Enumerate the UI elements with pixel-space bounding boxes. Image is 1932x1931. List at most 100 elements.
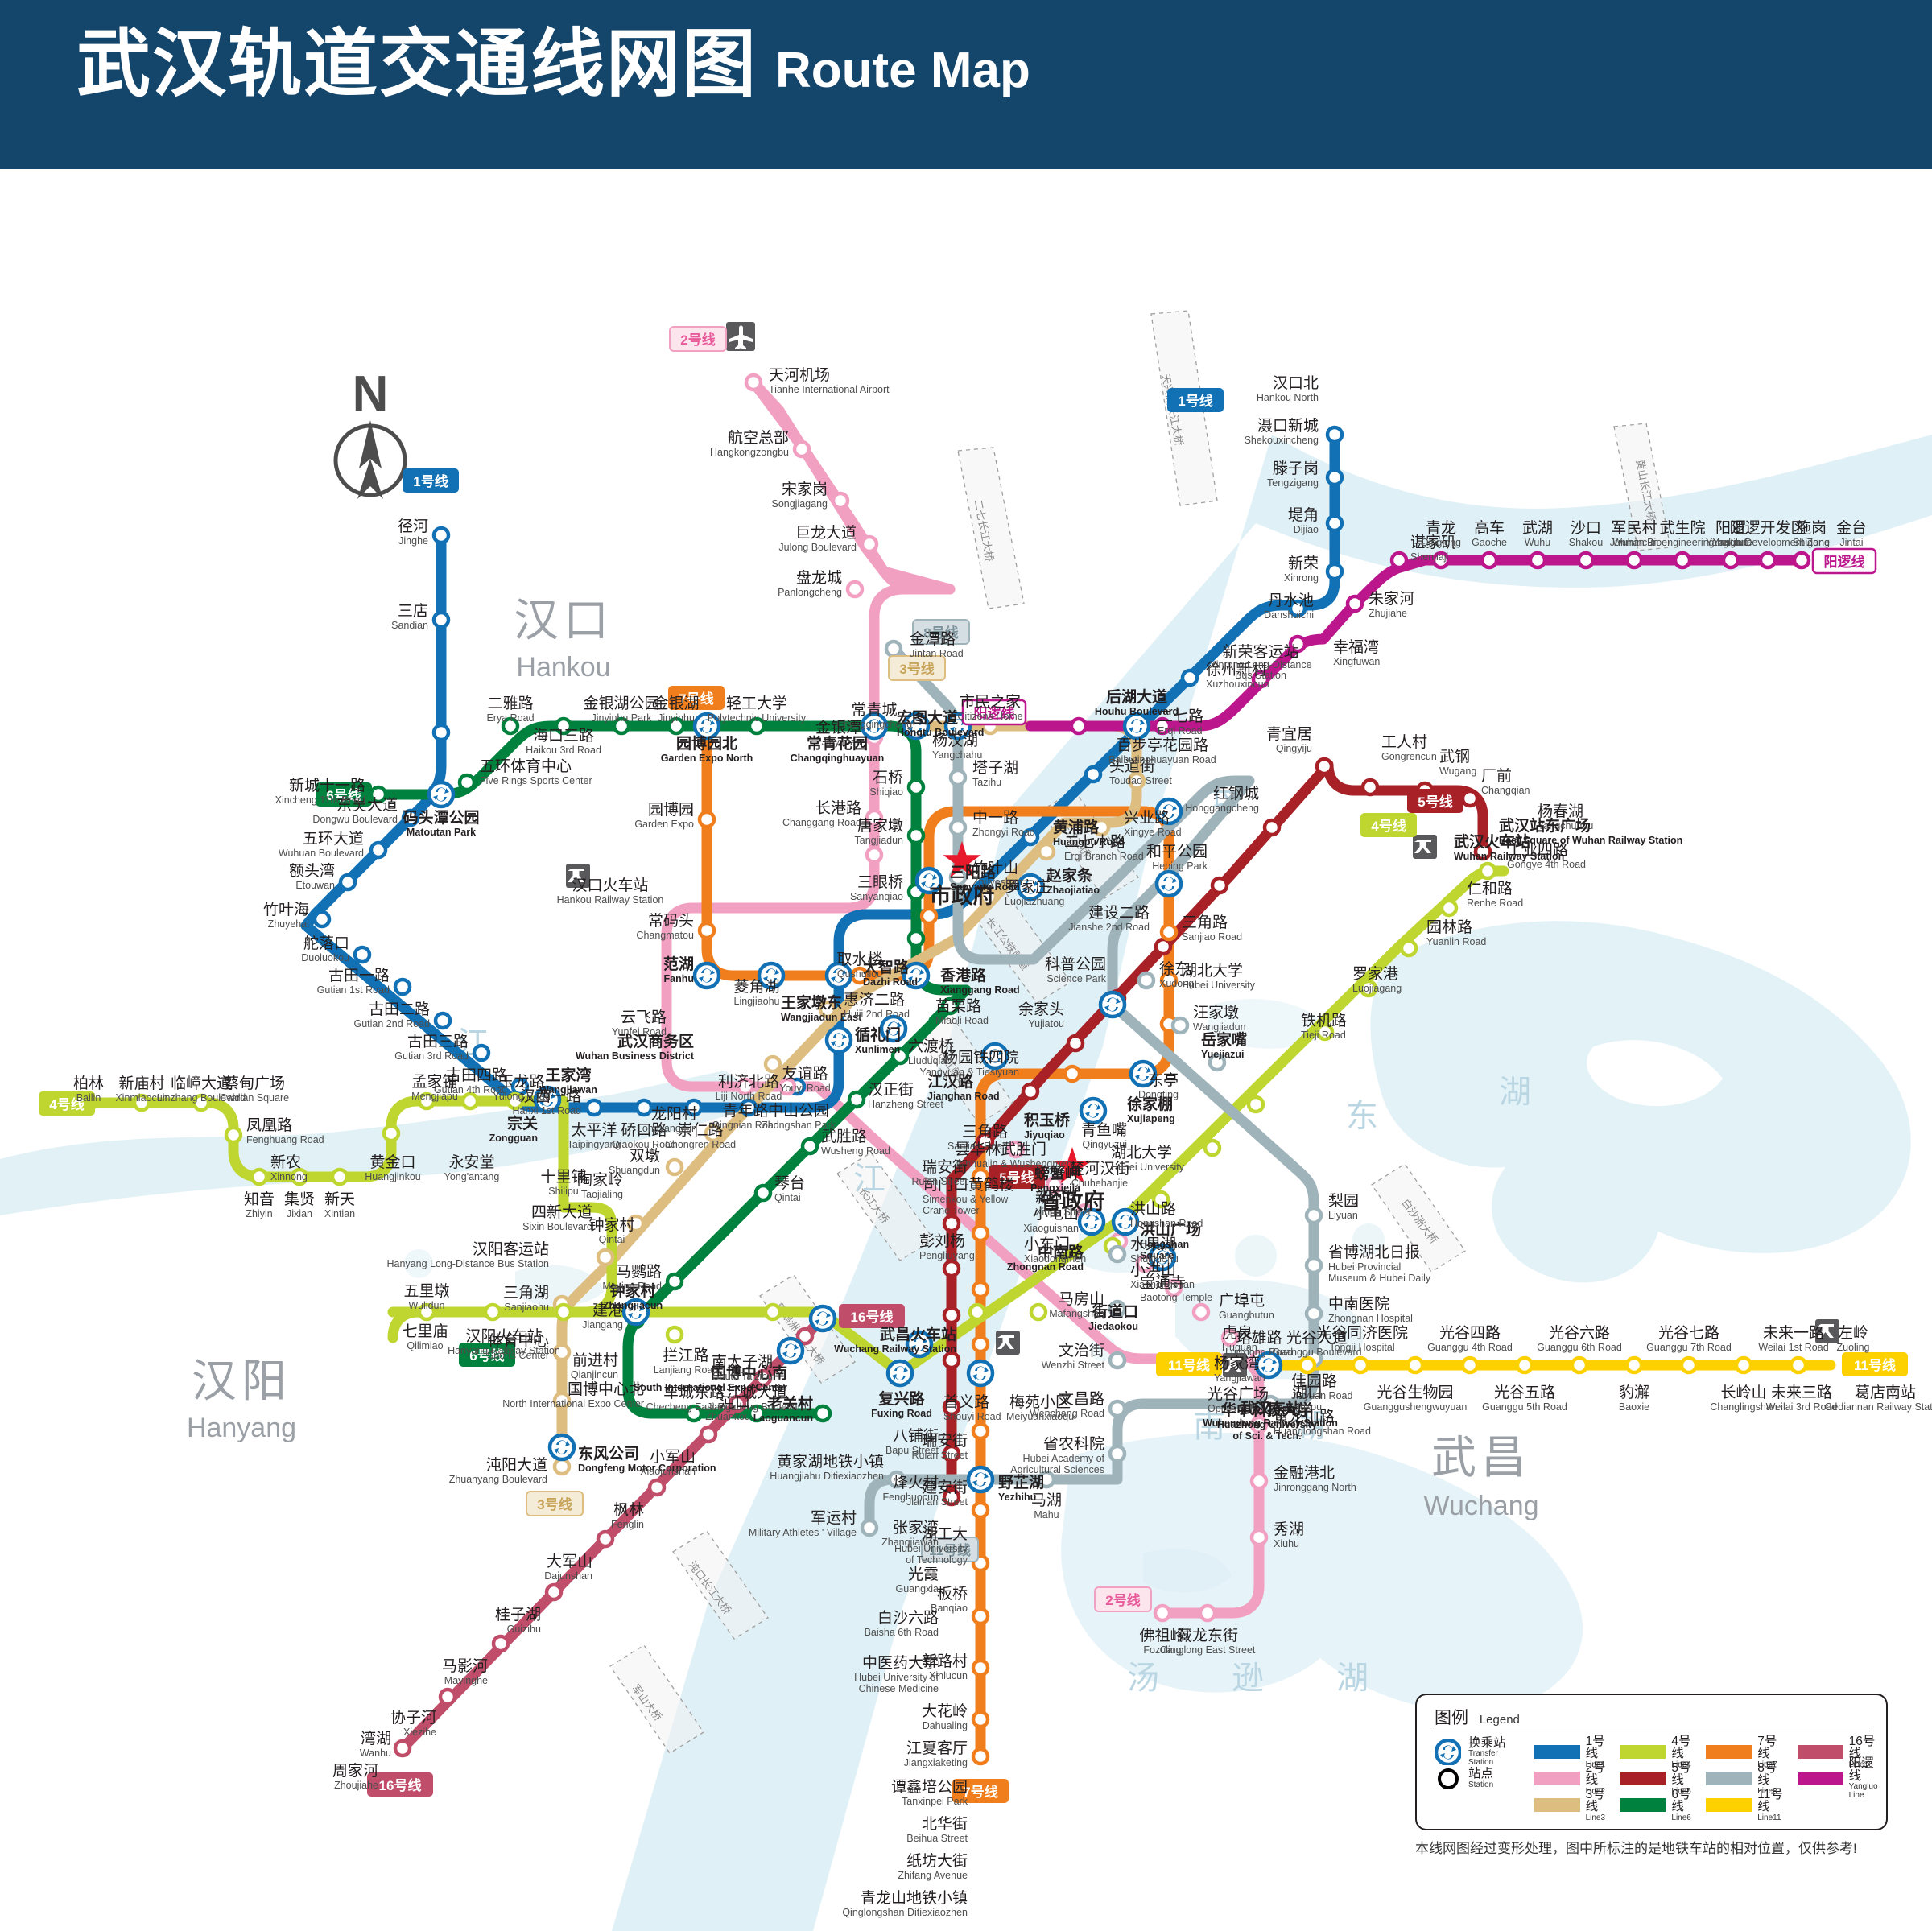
svg-text:武汉东站: 武汉东站 — [1240, 1399, 1301, 1417]
svg-text:Erqi Branch Road: Erqi Branch Road — [1064, 851, 1144, 862]
metro-map-canvas[interactable]: .ln{fill:none;stroke-linecap:round;strok… — [0, 169, 1932, 1931]
line-7-stations — [697, 810, 1179, 1766]
svg-text:Zhuankou: Zhuankou — [705, 1411, 750, 1422]
svg-text:惠济二路: 惠济二路 — [844, 991, 905, 1009]
svg-text:Wugang: Wugang — [1439, 765, 1476, 777]
svg-text:Huanglongshan Road: Huanglongshan Road — [1274, 1426, 1371, 1437]
svg-text:Shuiguohu: Shuiguohu — [1130, 1253, 1179, 1265]
svg-text:Wuhan Railway Station: Wuhan Railway Station — [1454, 851, 1564, 862]
svg-text:Jianshe 2nd Road: Jianshe 2nd Road — [1068, 922, 1150, 933]
station-markers[interactable] — [79, 373, 1811, 1766]
svg-text:循礼门: 循礼门 — [855, 1025, 901, 1044]
svg-text:新城十一路: 新城十一路 — [289, 777, 365, 794]
svg-text:Hongtu Boulevard: Hongtu Boulevard — [897, 727, 984, 738]
svg-text:硚口路: 硚口路 — [621, 1121, 667, 1139]
svg-text:瑞安街: 瑞安街 — [922, 1158, 968, 1176]
svg-text:利济北路: 利济北路 — [718, 1073, 779, 1091]
yangluo-line-cn: 阳逻线 — [1848, 1756, 1874, 1783]
svg-text:Tieji Road: Tieji Road — [1301, 1029, 1346, 1041]
svg-text:Duoluokou: Duoluokou — [301, 952, 349, 963]
line-badges[interactable]: 1号线 1号线 2号线 2号线 3号线 3号线 4号线 4号线 5号线 5号线 … — [39, 326, 1908, 1803]
svg-text:Zhaojiatiao: Zhaojiatiao — [1046, 885, 1100, 896]
line-4-swatch — [1620, 1745, 1666, 1759]
svg-text:幸福湾: 幸福湾 — [1333, 638, 1379, 656]
line-2-track[interactable] — [661, 377, 1265, 1619]
svg-text:金台: 金台 — [1836, 519, 1867, 537]
svg-text:小军山: 小军山 — [650, 1448, 696, 1466]
svg-text:杨家湾: 杨家湾 — [1214, 1355, 1260, 1372]
svg-text:11号线: 11号线 — [929, 1542, 971, 1558]
svg-text:工业四路: 工业四路 — [1507, 841, 1568, 859]
svg-text:Hubei Provincial: Hubei Provincial — [1328, 1261, 1401, 1273]
transfer-station-icon — [1433, 1740, 1463, 1764]
svg-text:新河街: 新河街 — [1035, 1189, 1081, 1207]
svg-text:Changlingshan: Changlingshan — [1710, 1401, 1777, 1413]
line-2-cn: 2号线 — [1585, 1760, 1605, 1787]
svg-text:Qianjincun: Qianjincun — [571, 1369, 618, 1380]
svg-text:Shuangdun: Shuangdun — [609, 1165, 660, 1176]
svg-text:杨春湖: 杨春湖 — [1538, 803, 1583, 820]
legend-station-cn: 站点 — [1468, 1767, 1494, 1781]
svg-text:珞雄路: 珞雄路 — [1236, 1329, 1282, 1347]
line-4-track[interactable] — [75, 865, 1509, 1379]
svg-text:Taipingyang: Taipingyang — [568, 1139, 621, 1150]
svg-text:Hankou North: Hankou North — [1257, 392, 1319, 403]
legend-title-en: Legend — [1479, 1713, 1520, 1727]
line-11-cn: 11号线 — [1757, 1787, 1783, 1813]
svg-text:汉口北: 汉口北 — [1273, 374, 1319, 392]
svg-text:桂子湖: 桂子湖 — [495, 1606, 541, 1624]
svg-text:Mayinghe: Mayinghe — [444, 1675, 488, 1686]
svg-text:中一路: 中一路 — [972, 809, 1018, 827]
svg-text:Luojiazhuang: Luojiazhuang — [1005, 896, 1064, 907]
legend-transfer-cn: 换乘站 — [1468, 1735, 1506, 1750]
svg-text:Wuhan Business District: Wuhan Business District — [576, 1050, 695, 1062]
legend-transfer-en: Transfer Station — [1468, 1749, 1498, 1768]
svg-text:3号线: 3号线 — [899, 661, 934, 677]
svg-text:16号线: 16号线 — [851, 1309, 894, 1325]
svg-text:Bus Station: Bus Station — [1235, 670, 1286, 681]
svg-text:新天: 新天 — [324, 1190, 355, 1208]
svg-text:Xinlucun: Xinlucun — [929, 1670, 968, 1681]
svg-text:Xiezihe: Xiezihe — [403, 1727, 436, 1738]
svg-text:Erya Road: Erya Road — [486, 712, 534, 724]
svg-text:Pangxiejia: Pangxiejia — [1030, 1182, 1081, 1194]
svg-text:Hubei University: Hubei University — [1182, 980, 1256, 991]
svg-text:Yangchahu: Yangchahu — [932, 749, 982, 761]
svg-text:虎泉: 虎泉 — [1222, 1324, 1253, 1342]
svg-text:Gutian 3rd Road: Gutian 3rd Road — [394, 1050, 469, 1062]
svg-text:太平洋: 太平洋 — [571, 1121, 617, 1139]
page-title-en: Route Map — [775, 42, 1030, 98]
line-8-track[interactable] — [864, 643, 1319, 1533]
svg-text:和平公园: 和平公园 — [1146, 843, 1208, 860]
yangluo-line-en: Yangluo Line — [1848, 1782, 1878, 1800]
svg-text:Xiaodongmen: Xiaodongmen — [1024, 1253, 1086, 1265]
svg-text:二七小路: 二七小路 — [1064, 833, 1125, 851]
svg-text:Museum & Hubei Daily: Museum & Hubei Daily — [1328, 1273, 1431, 1284]
svg-text:Wulidun: Wulidun — [409, 1300, 445, 1311]
svg-text:6号线: 6号线 — [469, 1347, 504, 1364]
yangluo-line-track[interactable] — [1025, 555, 1801, 732]
svg-text:Xudong: Xudong — [1159, 978, 1194, 989]
svg-text:Jiedaokou: Jiedaokou — [1088, 1321, 1138, 1332]
svg-text:Xingye Road: Xingye Road — [1124, 827, 1182, 838]
svg-text:8号线: 8号线 — [923, 625, 958, 641]
svg-text:Ruian Street: Ruian Street — [912, 1450, 968, 1461]
svg-text:Wuhu: Wuhu — [1525, 537, 1550, 548]
svg-text:Qinglongshan Ditiexiaozhen: Qinglongshan Ditiexiaozhen — [842, 1907, 968, 1918]
svg-text:玉龙路: 玉龙路 — [498, 1073, 544, 1091]
svg-text:杨汉湖: 杨汉湖 — [932, 732, 978, 749]
line-11-swatch — [1706, 1798, 1752, 1812]
legend-box: 图例 Legend 换乘站 Transfer Station — [1415, 1694, 1888, 1830]
